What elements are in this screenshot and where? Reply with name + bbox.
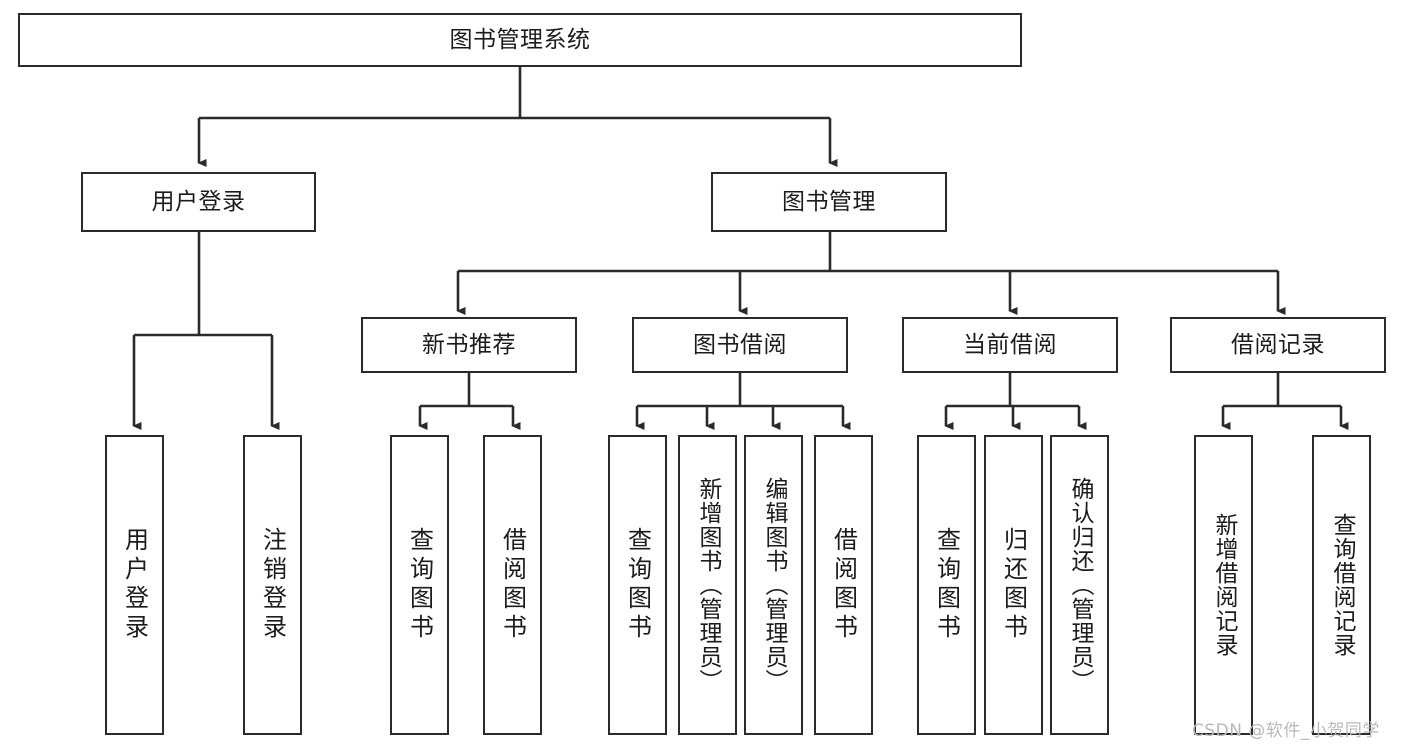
node-label: 查询借阅记录 [1329,513,1355,657]
node-label: 当前借阅 [963,331,1057,358]
node-label: 注销登录 [258,527,287,643]
leaf-add-borrow-record[interactable]: 新增借阅记录 [1194,435,1253,735]
node-book-borrow[interactable]: 图书借阅 [632,317,848,373]
node-label: 归还图书 [999,527,1028,643]
node-label: 查询图书 [405,527,434,643]
node-new-book-recommend[interactable]: 新书推荐 [361,317,577,373]
node-label: 新增借阅记录 [1211,513,1237,657]
leaf-borrow-book-newbook[interactable]: 借阅图书 [483,435,542,735]
leaf-query-book-borrow[interactable]: 查询图书 [608,435,667,735]
node-label: 查询图书 [623,527,652,643]
node-label: 新增图书（管理员） [695,477,721,693]
leaf-add-book-admin[interactable]: 新增图书（管理员） [678,435,737,735]
leaf-edit-book-admin[interactable]: 编辑图书（管理员） [744,435,803,735]
node-label: 借阅图书 [498,527,527,643]
node-label: 图书借阅 [693,331,787,358]
node-label: 用户登录 [120,527,149,643]
node-borrow-record[interactable]: 借阅记录 [1170,317,1386,373]
node-book-management[interactable]: 图书管理 [711,172,947,232]
node-root-system[interactable]: 图书管理系统 [18,13,1022,67]
node-user-login[interactable]: 用户登录 [81,172,316,232]
leaf-query-book-current[interactable]: 查询图书 [917,435,976,735]
watermark: CSDN @软件_小贺同学 [1192,721,1380,741]
node-label: 新书推荐 [422,331,516,358]
node-label: 图书管理 [782,188,876,215]
leaf-return-book[interactable]: 归还图书 [984,435,1043,735]
node-label: 确认归还（管理员） [1067,477,1093,693]
leaf-query-book-newbook[interactable]: 查询图书 [390,435,449,735]
node-label: 用户登录 [151,188,246,215]
node-label: 查询图书 [932,527,961,643]
leaf-query-borrow-record[interactable]: 查询借阅记录 [1312,435,1371,735]
node-label: 借阅记录 [1231,331,1325,358]
leaf-confirm-return-admin[interactable]: 确认归还（管理员） [1050,435,1109,735]
node-label: 图书管理系统 [449,26,591,53]
leaf-borrow-book[interactable]: 借阅图书 [814,435,873,735]
node-label: 编辑图书（管理员） [761,477,787,693]
leaf-logout[interactable]: 注销登录 [243,435,302,735]
node-label: 借阅图书 [829,527,858,643]
node-current-borrow[interactable]: 当前借阅 [902,317,1118,373]
leaf-user-login[interactable]: 用户登录 [105,435,164,735]
